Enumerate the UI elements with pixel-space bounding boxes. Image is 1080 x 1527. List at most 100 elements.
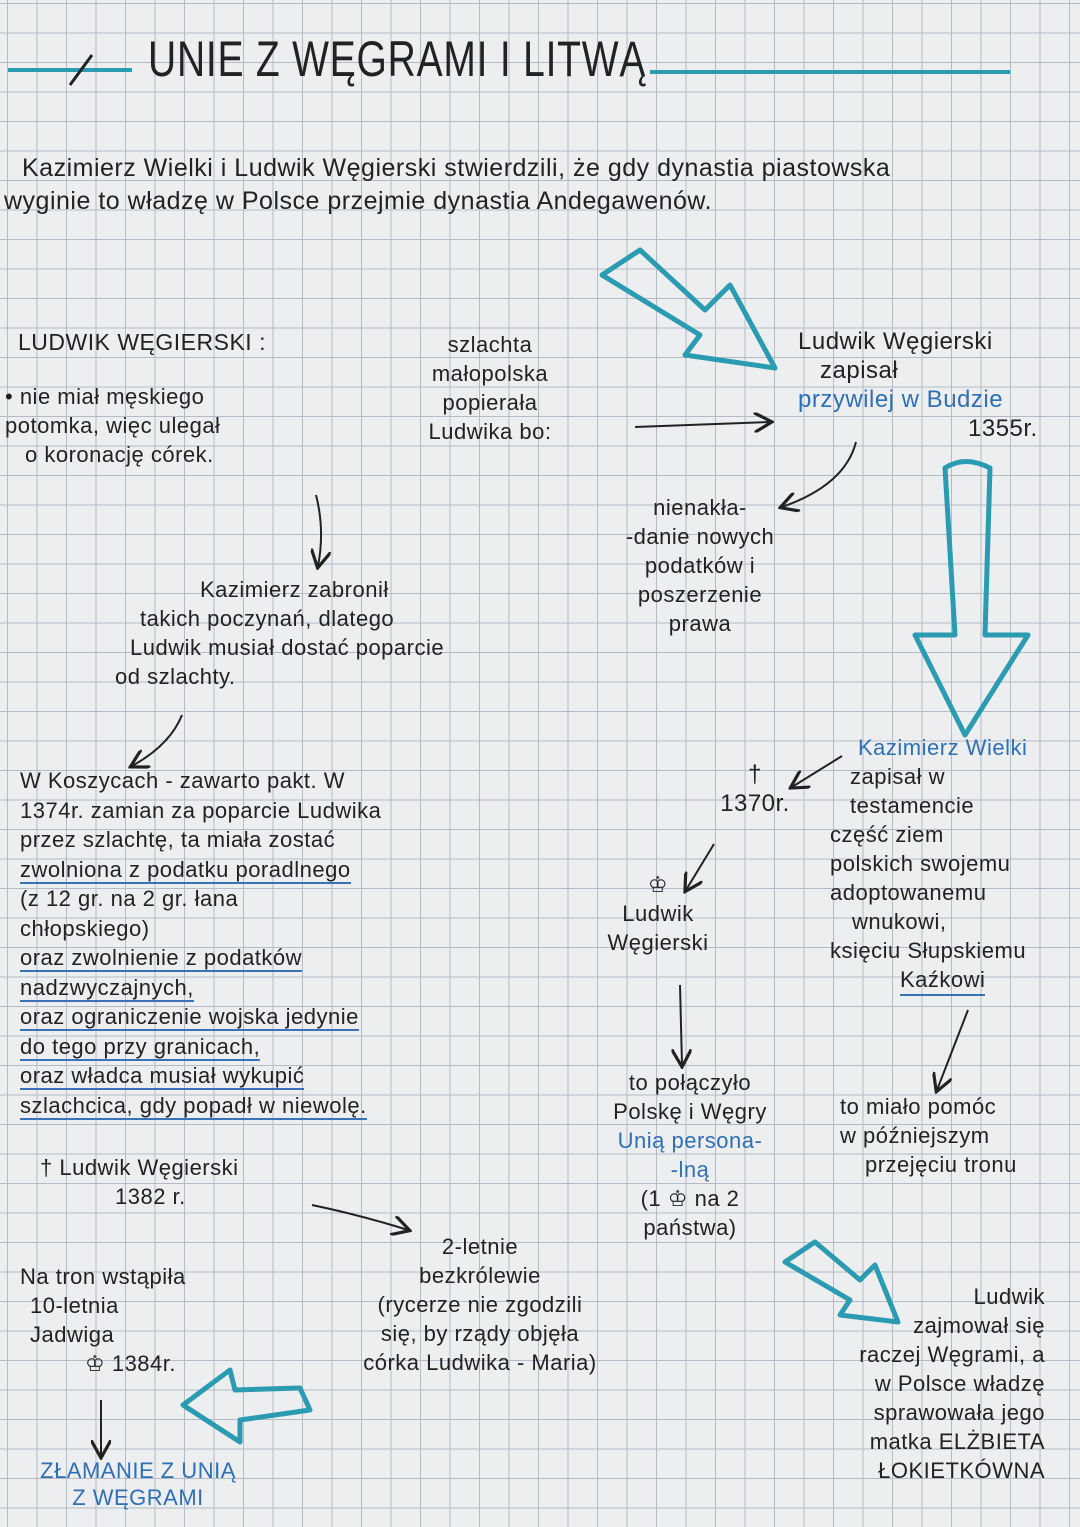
koszyce-line: oraz zwolnienie z podatków: [20, 945, 303, 972]
zgon1382-line: † Ludwik Węgierski: [40, 1155, 239, 1180]
testament-line: część ziem: [830, 822, 944, 847]
arrow-icon: [311, 1204, 408, 1230]
przywilej-line: 1355r.: [968, 415, 1038, 442]
koszyce-line: 1374r. zamian za poparcie Ludwika: [20, 797, 382, 823]
zajmowal-line: Ludwik: [973, 1284, 1045, 1309]
koszyce-line: zwolniona z podatku poradlnego: [20, 856, 351, 884]
bezkrolewie-line: się, by rządy objęła: [380, 1321, 580, 1346]
koszyce-line: nadzwyczajnych,: [20, 973, 381, 1003]
koszyce-line: do tego przy granicach,: [20, 1032, 381, 1062]
ludwik-points-line: potomka, więc ulegał: [5, 413, 221, 438]
polaczylo-line: (1 ♔ na 2: [640, 1186, 740, 1211]
ludwik-crown-line: ♔: [647, 872, 669, 897]
nienakladanie-line: -danie nowych: [625, 524, 775, 549]
testament-line: testamencie: [850, 793, 975, 818]
koszyce-line: przez szlachtę, ta miała zostać: [20, 827, 336, 852]
nienakladanie-line: poszerzenie: [637, 582, 763, 607]
koszyce-note: W Koszycach - zawarto pakt. W 1374r. zami…: [20, 766, 381, 1120]
koszyce-line: zwolniona z podatku poradlnego: [20, 855, 381, 885]
pomoc-line: to miało pomóc: [840, 1094, 997, 1119]
pomoc-line: w późniejszym: [840, 1123, 990, 1148]
nienakladanie-note: nienakła- -danie nowych podatków i poszerze…: [595, 493, 805, 638]
szlachta-line: małopolska: [431, 361, 549, 386]
pomoc-note: to miało pomóc w późniejszym przejęciu tro…: [840, 1092, 1017, 1179]
koszyce-line: oraz władca musiał wykupić: [20, 1061, 381, 1091]
bezkrolewie-line: (rycerze nie zgodzili: [377, 1292, 583, 1317]
zajmowal-line: sprawowała jego: [873, 1400, 1045, 1425]
arrow-icon: [686, 843, 715, 890]
zabronil-line: od szlachty.: [115, 664, 236, 689]
nienakladanie-line: nienakła-: [653, 495, 747, 520]
nienakladanie-line: podatków i: [644, 553, 756, 578]
przywilej-line: Ludwik Węgierski: [798, 328, 993, 355]
zgon1370-line: †: [748, 761, 762, 788]
ludwik-crown-line: Ludwik: [622, 901, 694, 926]
arrow-icon: [634, 422, 770, 427]
zabronil-line: takich poczynań, dlatego: [140, 606, 395, 631]
pomoc-line: przejęciu tronu: [865, 1152, 1017, 1177]
zabronil-line: Kazimierz zabronił: [200, 577, 389, 602]
arrow-icon: [680, 984, 682, 1065]
koszyce-line: oraz ograniczenie wojska jedynie: [20, 1004, 359, 1031]
polaczylo-line: -lną: [670, 1157, 710, 1182]
page-title: UNIE Z WĘGRAMI I LITWĄ: [148, 31, 647, 87]
koszyce-line: szlachcica, gdy popadł w niewolę.: [20, 1092, 367, 1120]
koszyce-line: nadzwyczajnych,: [20, 974, 194, 1002]
koszyce-line: W Koszycach - zawarto pakt. W: [20, 768, 346, 793]
szlachta-line: popierała: [442, 390, 538, 415]
polaczylo-line: Unią persona-: [617, 1128, 763, 1153]
testament-line: Kazimierz Wielki: [858, 735, 1028, 760]
koszyce-line: (z 12 gr. na 2 gr. łana: [20, 886, 239, 911]
zlamanie-line: Z WĘGRAMI: [72, 1485, 204, 1510]
koszyce-line: oraz zwolnienie z podatków: [20, 943, 381, 973]
polaczylo-line: Polskę i Węgry: [613, 1099, 767, 1124]
bezkrolewie-line: bezkrólewie: [419, 1263, 541, 1288]
ludwik-points-line: o koronację córek.: [25, 442, 214, 467]
zlamanie-line: ZŁAMANIE Z UNIĄ: [40, 1458, 236, 1483]
big-arrow-left-icon: [180, 1367, 313, 1445]
testament-line: polskich swojemu: [830, 851, 1011, 876]
intro-line: wyginie to władzę w Polsce przejmie dyna…: [4, 187, 713, 215]
testament-line: adoptowanemu: [830, 880, 987, 905]
zajmowal-line: ŁOKIETKÓWNA: [878, 1458, 1045, 1483]
testament-note: Kazimierz Wielki zapisał w testamencie częś…: [830, 733, 1027, 996]
nienakladanie-line: prawa: [668, 611, 732, 636]
big-arrow-diagonal-icon: [599, 247, 778, 371]
zgon1370-line: 1370r.: [720, 790, 790, 817]
arrow-icon: [792, 755, 843, 787]
arrow-icon: [782, 441, 857, 507]
bezkrolewie-line: 2-letnie: [441, 1234, 519, 1259]
koszyce-line: chłopskiego): [20, 915, 150, 941]
koszyce-line: do tego przy granicach,: [20, 1033, 261, 1061]
koszyce-line: oraz ograniczenie wojska jedynie: [20, 1002, 381, 1032]
koszyce-line: szlachcica, gdy popadł w niewolę.: [20, 1091, 381, 1121]
zajmowal-line: zajmował się: [913, 1313, 1045, 1338]
przywilej-line: zapisał: [820, 357, 899, 384]
polaczylo-line: to połączyło: [628, 1070, 752, 1095]
polaczylo-line: państwa): [643, 1215, 737, 1240]
testament-line: wnukowi,: [852, 909, 947, 934]
zgon1382-line: 1382 r.: [115, 1184, 186, 1209]
bezkrolewie-line: córka Ludwika - Maria): [363, 1350, 597, 1375]
bezkrolewie-note: 2-letnie bezkrólewie (rycerze nie zgodzili…: [300, 1232, 660, 1377]
testament-line: zapisał w: [850, 764, 945, 789]
testament-line: Kaźkowi: [900, 965, 986, 996]
zabronil-note: Kazimierz zabronił takich poczynań, dlate…: [115, 575, 444, 691]
zajmowal-line: raczej Węgrami, a: [859, 1342, 1045, 1367]
przywilej-line: przywilej w Budzie: [798, 386, 1004, 413]
ludwik-crown-line: Węgierski: [607, 930, 709, 955]
koszyce-line: oraz władca musiał wykupić: [20, 1063, 305, 1090]
big-arrow-right-icon: [782, 1239, 901, 1325]
big-arrow-down-icon: [912, 459, 1031, 738]
zabronil-line: Ludwik musiał dostać poparcie: [130, 635, 445, 660]
title-rule-icon: [8, 54, 1010, 86]
